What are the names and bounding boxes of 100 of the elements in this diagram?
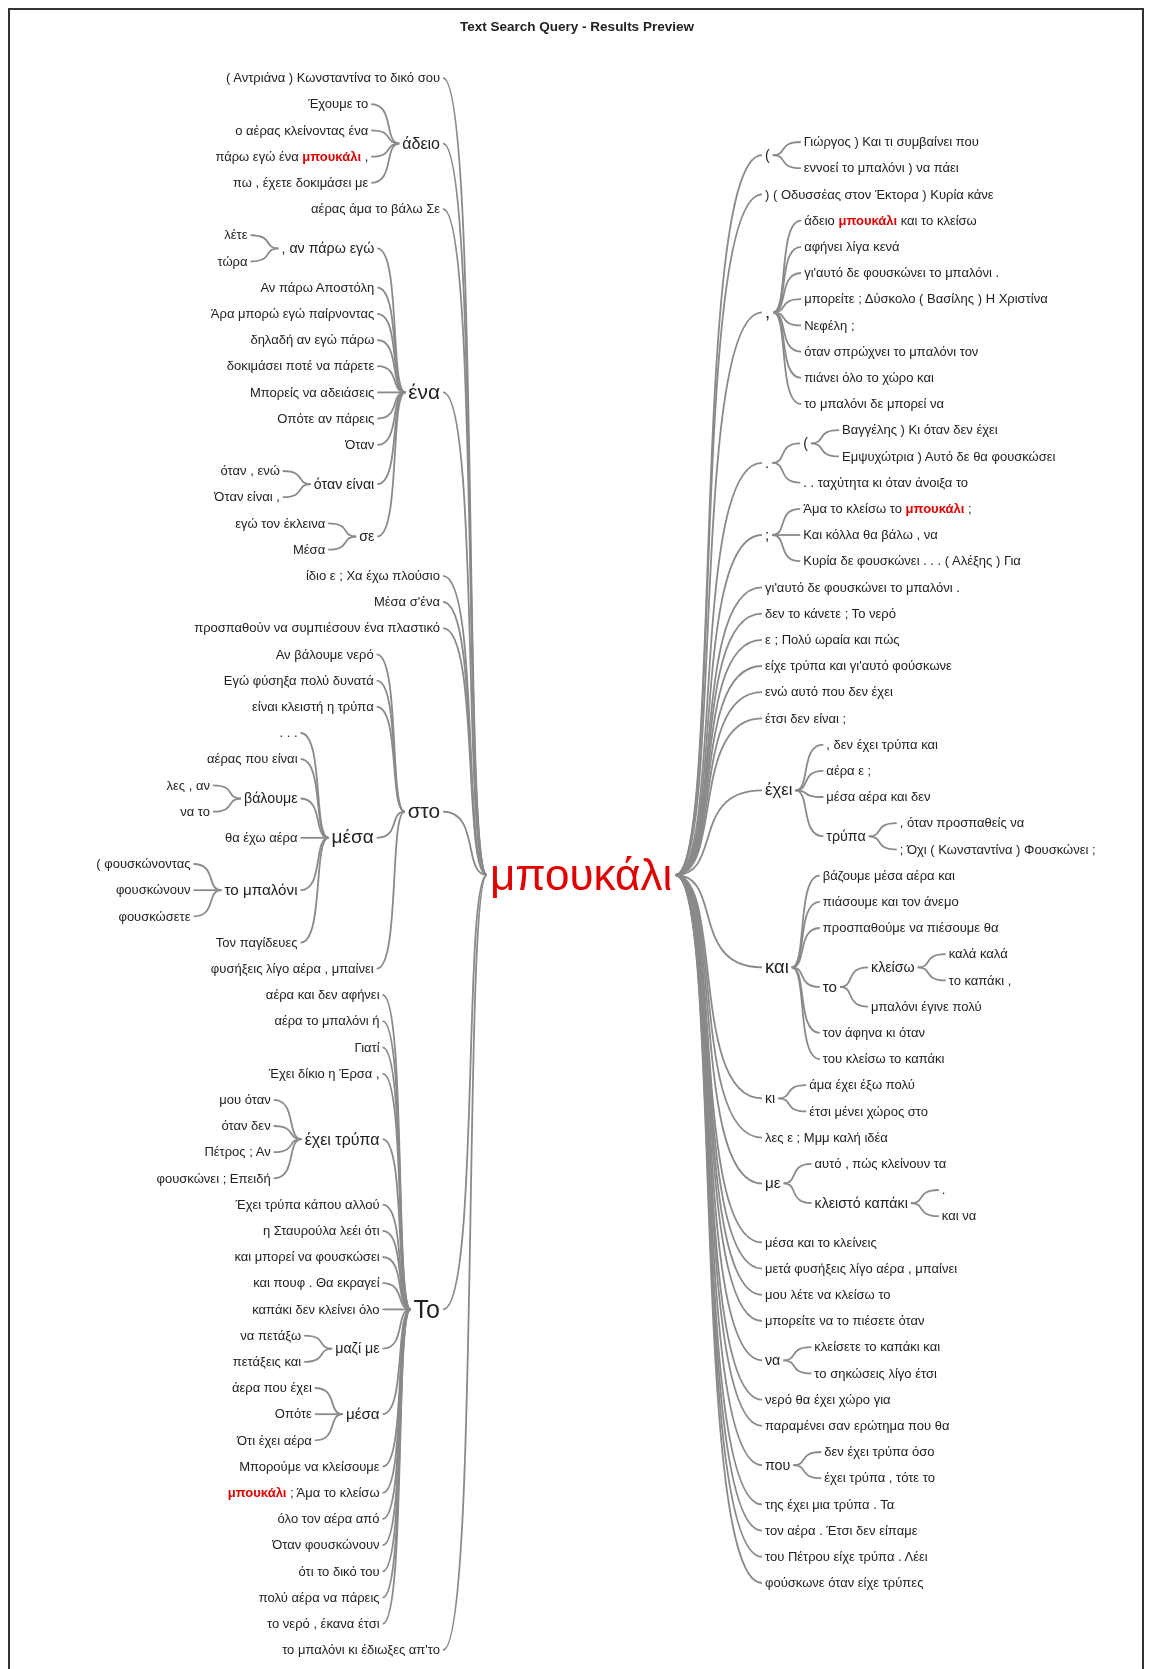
branch-line <box>376 391 407 538</box>
phrase-text: πετάξεις και <box>232 1354 302 1370</box>
phrase-text: άμα έχει έξω πολύ <box>809 1077 915 1093</box>
branch-line <box>810 429 840 445</box>
phrase-text: και πουφ . Θα εκραγεί <box>253 1275 380 1291</box>
branch-line <box>327 535 358 551</box>
branch-line <box>299 732 330 839</box>
phrase-text: αυτό , πώς κλείνουν τα <box>814 1156 947 1172</box>
phrase-text: και να <box>941 1208 977 1224</box>
branch-word: σε <box>359 527 375 546</box>
branch-line <box>777 1084 808 1100</box>
branch-line <box>772 311 803 405</box>
branch-line <box>370 103 401 145</box>
branch-word: στο <box>407 799 440 825</box>
phrase-text: ) ( Οδυσσέας στον Έκτορα ) Κυρία κάνε <box>765 186 994 203</box>
branch-word: με <box>765 1174 781 1193</box>
phrase-text: αφήνει λίγα κενά <box>804 239 900 255</box>
phrase-text: φουσκώνουν <box>115 882 191 898</box>
phrase-text: μπουκάλι ; Άμα το κλείσω <box>227 1485 380 1501</box>
branch-word: το μπαλόνι <box>224 881 298 900</box>
branch-line <box>249 247 280 263</box>
phrase-text: Κυρία δε φουσκώνει . . . ( Αλέξης ) Για <box>803 553 1021 569</box>
branch-line <box>376 247 407 394</box>
branch-line <box>867 822 898 838</box>
phrase-text: όλο τον αέρα από <box>277 1511 380 1527</box>
phrase-text: άδειο μπουκάλι και το κλείσω <box>804 212 977 229</box>
phrase-text: όταν , ενώ <box>220 463 280 479</box>
branch-word: άδειο <box>402 133 440 154</box>
phrase-text: να το <box>180 803 210 820</box>
branch-line <box>327 522 358 538</box>
phrase-text: θα έχω αέρα <box>224 830 298 846</box>
phrase-text: Μπορούμε να κλείσουμε <box>239 1458 380 1475</box>
phrase-text: Άμα το κλείσω το μπουκάλι ; <box>803 501 972 517</box>
branch-word: και <box>765 956 789 979</box>
phrase-text: το μπαλόνι δε μπορεί να <box>804 396 945 412</box>
phrase-text: δηλαδή αν εγώ πάρω <box>250 332 375 348</box>
branch-word: κλειστό καπάκι <box>814 1194 908 1212</box>
phrase-text: ενώ αυτό που δεν έχει <box>765 684 893 700</box>
branch-line <box>370 129 401 145</box>
phrase-text: μπορείτε να το πιέσετε όταν <box>765 1313 925 1329</box>
phrase-text: Ότι έχει αέρα <box>237 1432 312 1449</box>
phrase-text: Έχει δίκιο η Έρσα , <box>268 1065 380 1082</box>
branch-word: τρύπα <box>826 827 866 845</box>
branch-line <box>916 966 947 982</box>
branch-line <box>771 154 802 170</box>
branch-line <box>782 1346 813 1362</box>
phrase-text: Όταν <box>345 437 375 453</box>
phrase-text: Γιατί <box>354 1039 380 1056</box>
branch-line <box>909 1202 940 1218</box>
branch-line <box>772 245 803 314</box>
branch-line <box>375 810 406 970</box>
phrase-text: ( φουσκώνοντας <box>96 856 191 872</box>
branch-line <box>782 1359 813 1375</box>
phrase-text: μπαλόνι έγινε πολύ <box>871 998 982 1015</box>
phrase-text: λες ε ; Μμμ καλή ιδέα <box>765 1129 888 1146</box>
phrase-text: προσπαθούν να συμπιέσουν ένα πλαστικό <box>194 620 440 636</box>
phrase-text: μπορείτε ; Δύσκολο ( Βασίλης ) Η Χριστίνα <box>804 291 1048 307</box>
phrase-text: το καπάκι , <box>948 972 1012 989</box>
phrase-text: Πέτρος ; Αν <box>204 1144 271 1160</box>
phrase-text: γι'αυτό δε φουσκώνει το μπαλόνι . <box>765 579 960 596</box>
phrase-text: Εγώ φύσηξα πολύ δυνατά <box>223 672 374 689</box>
phrase-text: πιάνει όλο το χώρο και <box>804 370 934 386</box>
branch-line <box>212 784 242 800</box>
branch-word: Το <box>413 1294 440 1325</box>
phrase-text: Νεφέλη ; <box>804 317 855 334</box>
phrase-text: . . . <box>279 725 298 741</box>
phrase-text: μου όταν <box>219 1092 271 1108</box>
branch-line <box>299 836 330 892</box>
branch-word: ( <box>765 146 770 164</box>
branch-line <box>281 483 312 499</box>
phrase-text: καλά καλά <box>948 946 1008 962</box>
branch-word: το <box>822 977 838 997</box>
phrase-text: Μέσα σ'ένα <box>373 594 440 610</box>
phrase-text: βάζουμε μέσα αέρα και <box>822 867 955 884</box>
phrase-text: Βαγγέλης ) Κι όταν δεν έχει <box>842 422 998 438</box>
branch-word: μέσα <box>345 1405 380 1424</box>
branch-word: , <box>765 301 771 324</box>
phrase-text: εγώ τον έκλεινα <box>235 515 326 532</box>
phrase-text: δεν έχει τρύπα όσο <box>824 1444 935 1460</box>
branch-line <box>772 311 803 379</box>
phrase-text: μετά φυσήξεις λίγο αέρα , μπαίνει <box>765 1260 958 1277</box>
phrase-text: Έχουμε το <box>308 96 369 112</box>
branch-line <box>782 1182 813 1204</box>
branch-line <box>839 986 869 1008</box>
phrase-text: Άρα μπορώ εγώ παίρνοντας <box>210 306 375 322</box>
phrase-text: Έχει τρύπα κάπου αλλού <box>235 1196 380 1213</box>
phrase-text: αέρας που είναι <box>207 751 298 767</box>
branch-line <box>794 769 825 792</box>
phrase-text: προσπαθούμε να πιέσουμε θα <box>822 920 999 936</box>
branch-line <box>790 966 821 988</box>
phrase-text: πω , έχετε δοκιμάσει με <box>233 175 369 191</box>
phrase-text: φυσήξεις λίγο αέρα , μπαίνει <box>210 961 374 977</box>
phrase-text: Όταν είναι , <box>214 489 280 505</box>
branch-line <box>314 1413 344 1416</box>
branch-line <box>782 1162 813 1185</box>
phrase-text: το μπαλόνι κι έδιωξες απ'το <box>282 1642 440 1658</box>
phrase-text: το σηκώσεις λίγο έτσι <box>814 1365 937 1382</box>
phrase-text: αέρα το μπαλόνι ή <box>274 1013 380 1029</box>
phrase-text: φούσκωνε όταν είχε τρύπες <box>765 1575 924 1591</box>
branch-line <box>299 758 330 839</box>
